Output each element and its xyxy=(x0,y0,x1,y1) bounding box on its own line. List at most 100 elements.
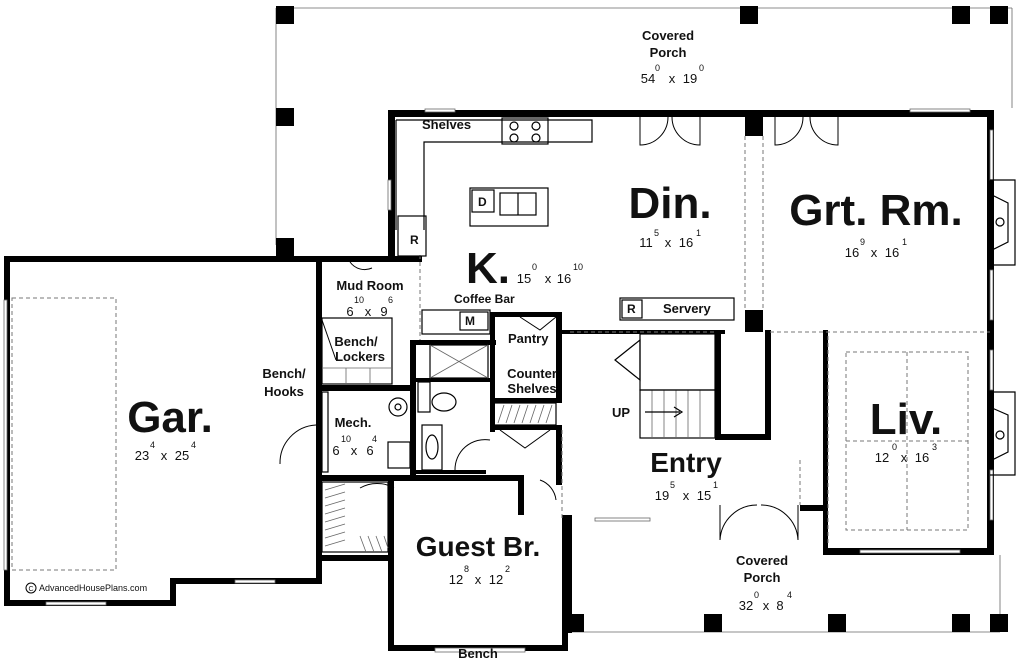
living-dim-b-sup: 3 xyxy=(932,442,937,452)
windows xyxy=(3,108,994,653)
great-room-dim-b-sup: 1 xyxy=(902,237,907,247)
living-dim-b: 16 xyxy=(915,450,929,465)
porch-top-dim-b: 19 xyxy=(683,71,697,86)
kitchen-dim-a: 15 xyxy=(517,271,531,286)
dishwasher-label: D xyxy=(478,195,487,209)
bath-fixtures xyxy=(417,344,489,471)
dining-dim-b: 16 xyxy=(679,235,693,250)
mud-room-dim-b-sup: 6 xyxy=(388,295,393,305)
kitchen-dim-b-sup: 10 xyxy=(573,262,583,272)
stairs-up-label: UP xyxy=(612,405,630,420)
mud-room-lockers xyxy=(321,317,393,473)
servery-fridge-label: R xyxy=(627,302,636,316)
shelves-label: Shelves xyxy=(422,117,471,132)
dashed-boundaries xyxy=(419,136,990,545)
porch-top-name-1: Covered xyxy=(642,28,694,43)
copyright-text: AdvancedHousePlans.com xyxy=(39,583,147,593)
microwave-label: M xyxy=(465,314,475,328)
counter-shelves-label-2: Shelves xyxy=(507,381,556,396)
dining-dim-a-sup: 5 xyxy=(654,228,659,238)
living-rug xyxy=(845,351,969,531)
fridge-label: R xyxy=(410,233,419,247)
doors xyxy=(279,116,839,541)
entry-dim-b-sup: 1 xyxy=(713,480,718,490)
great-room-dim-b: 16 xyxy=(885,245,899,260)
guest-br-dim-b: 12 xyxy=(489,572,503,587)
mech-equipment xyxy=(387,397,411,469)
dining-name: Din. xyxy=(628,179,711,228)
guest-br-dim-a-sup: 8 xyxy=(464,564,469,574)
kitchen-dim-a-sup: 0 xyxy=(532,262,537,272)
fireplace-great-room xyxy=(990,179,1016,266)
dining-dim-b-sup: 1 xyxy=(696,228,701,238)
bench-hooks-label-1: Bench/ xyxy=(262,366,306,381)
entry-dim-b: 15 xyxy=(697,488,711,503)
closet-shelves xyxy=(321,402,557,553)
pantry-label: Pantry xyxy=(508,331,549,346)
guest-br-dim-a: 12 xyxy=(449,572,463,587)
porch-top-dim-a: 54 xyxy=(641,71,655,86)
mech-dim-b-sup: 4 xyxy=(372,434,377,444)
porch-bottom-dim-b-sup: 4 xyxy=(787,590,792,600)
mud-room-dim-a-sup: 10 xyxy=(354,295,364,305)
coffee-bar-label: Coffee Bar xyxy=(454,292,515,306)
mud-room-dim-a: 6 xyxy=(346,304,353,319)
porch-top-name-2: Porch xyxy=(650,45,687,60)
living-dim-x: x xyxy=(901,450,908,465)
living-dim-a: 12 xyxy=(875,450,889,465)
entry-name: Entry xyxy=(650,447,722,478)
kitchen-dim-x: x xyxy=(545,271,552,286)
garage-door-outline xyxy=(11,297,117,571)
mech-name: Mech. xyxy=(335,415,372,430)
mud-room-dim-b: 9 xyxy=(380,304,387,319)
guest-br-dim-b-sup: 2 xyxy=(505,564,510,574)
living-dim-a-sup: 0 xyxy=(892,442,897,452)
covered-porch-bottom-area xyxy=(566,555,1008,633)
covered-porch-top-area xyxy=(275,6,1013,256)
counter-shelves-label-1: Counter xyxy=(507,366,557,381)
garage-dim-a: 23 xyxy=(135,448,149,463)
porch-bottom-name-2: Porch xyxy=(744,570,781,585)
garage-dim-x: x xyxy=(161,448,168,463)
great-room-name: Grt. Rm. xyxy=(789,186,963,235)
porch-bottom-dim-b: 8 xyxy=(776,598,783,613)
bench-label: Bench xyxy=(458,646,498,661)
mech-dim-a-sup: 10 xyxy=(341,434,351,444)
kitchen-fixtures xyxy=(395,117,735,335)
porch-top-dim-b-sup: 0 xyxy=(699,63,704,73)
great-room-dim-a: 16 xyxy=(845,245,859,260)
guest-br-name: Guest Br. xyxy=(416,531,540,562)
living-name: Liv. xyxy=(870,395,943,444)
porch-top-dim-a-sup: 0 xyxy=(655,63,660,73)
entry-dim-x: x xyxy=(683,488,690,503)
kitchen-dim-b: 16 xyxy=(557,271,571,286)
mech-dim-b: 6 xyxy=(366,443,373,458)
garage-name: Gar. xyxy=(127,393,213,442)
kitchen-name: K. xyxy=(466,244,510,293)
dining-dim-x: x xyxy=(665,235,672,250)
mech-dim-a: 6 xyxy=(332,443,339,458)
dining-dim-a: 11 xyxy=(639,235,653,250)
great-room-dim-a-sup: 9 xyxy=(860,237,865,247)
guest-br-dim-x: x xyxy=(475,572,482,587)
garage-dim-b: 25 xyxy=(175,448,189,463)
servery-label: Servery xyxy=(663,301,711,316)
great-room-dim-x: x xyxy=(871,245,878,260)
bench-lockers-label-1: Bench/ xyxy=(334,334,378,349)
staircase xyxy=(614,333,716,439)
porch-bottom-name-1: Covered xyxy=(736,553,788,568)
bench-hooks-label-2: Hooks xyxy=(264,384,304,399)
mud-room-name: Mud Room xyxy=(336,278,403,293)
fireplace-living xyxy=(990,391,1016,476)
copyright-notice: C AdvancedHousePlans.com xyxy=(25,582,147,594)
bench-lockers-label-2: Lockers xyxy=(335,349,385,364)
mud-room-dim-x: x xyxy=(365,304,372,319)
mech-dim-x: x xyxy=(351,443,358,458)
porch-top-dim-x: x xyxy=(669,71,676,86)
garage-dim-b-sup: 4 xyxy=(191,440,196,450)
entry-dim-a-sup: 5 xyxy=(670,480,675,490)
porch-bottom-dim-a: 32 xyxy=(739,598,753,613)
entry-dim-a: 19 xyxy=(655,488,669,503)
porch-bottom-dim-x: x xyxy=(763,598,770,613)
